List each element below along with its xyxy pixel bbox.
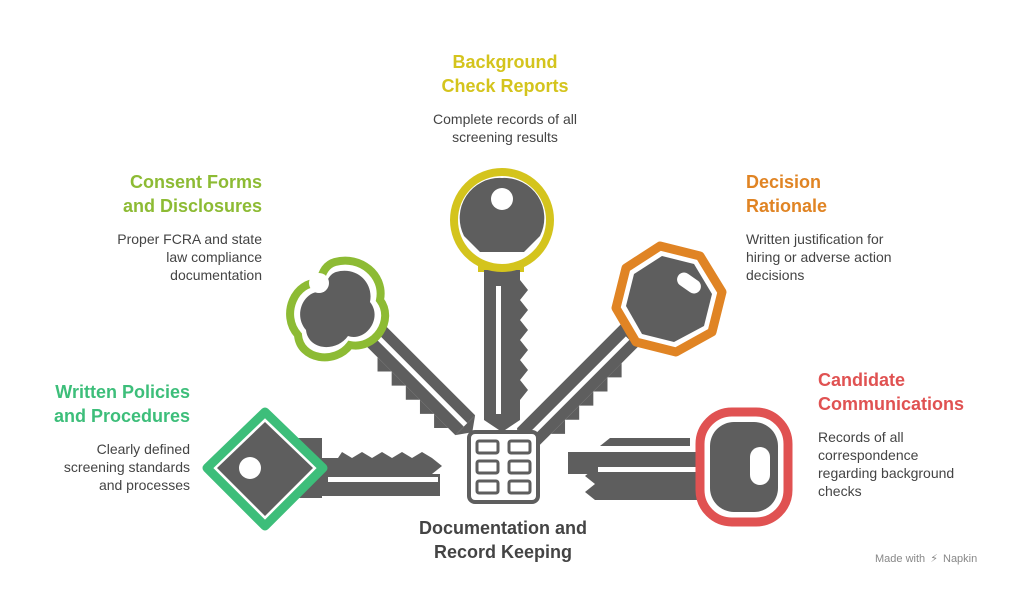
desc-line: regarding background (818, 465, 955, 481)
desc-line: Records of all (818, 429, 904, 445)
desc-line: Written justification for (746, 231, 884, 247)
center-title-line2: Record Keeping (433, 542, 573, 562)
key-icon-decision-rationale (516, 241, 727, 449)
item-title-line2: Rationale (746, 196, 828, 216)
desc-line: screening standards (63, 459, 190, 475)
item-description: Records of all correspondence regarding … (818, 428, 998, 500)
desc-line: screening results (452, 129, 558, 145)
desc-line: decisions (746, 267, 805, 283)
desc-line: checks (818, 483, 862, 499)
item-title-line2: and Procedures (53, 406, 190, 426)
item-decision-rationale: Decision Rationale Written justification… (746, 170, 936, 284)
item-title-line2: Communications (818, 394, 965, 414)
key-icon-written-policies (202, 407, 442, 531)
desc-line: correspondence (818, 447, 919, 463)
item-title-line1: Background (452, 52, 558, 72)
item-title-line1: Candidate (818, 370, 906, 390)
key-icon-consent-forms (286, 256, 476, 436)
item-written-policies: Written Policies and Procedures Clearly … (20, 380, 190, 494)
item-title-line1: Written Policies (55, 382, 190, 402)
napkin-logo-icon: ⚡ (930, 553, 938, 565)
footer-text: Made with (875, 553, 926, 565)
file-cabinet-icon (467, 430, 540, 504)
item-background-check: Background Check Reports Complete record… (395, 50, 615, 146)
item-description: Clearly defined screening standards and … (20, 440, 190, 494)
item-description: Written justification for hiring or adve… (746, 230, 936, 284)
desc-line: hiring or adverse action (746, 249, 892, 265)
desc-line: Clearly defined (96, 441, 190, 457)
made-with-napkin[interactable]: Made with ⚡ Napkin (875, 552, 977, 565)
center-title-line1: Documentation and (418, 518, 587, 538)
key-icon-candidate-communications (568, 407, 793, 527)
desc-line: and processes (98, 477, 190, 493)
center-title: Documentation and Record Keeping (400, 516, 606, 564)
desc-line: documentation (170, 267, 262, 283)
item-title-line2: Check Reports (441, 76, 569, 96)
footer-brand: Napkin (943, 553, 978, 565)
item-candidate-communications: Candidate Communications Records of all … (818, 368, 998, 500)
desc-line: law compliance (166, 249, 262, 265)
item-description: Complete records of all screening result… (395, 110, 615, 146)
item-consent-forms: Consent Forms and Disclosures Proper FCR… (80, 170, 262, 284)
item-description: Proper FCRA and state law compliance doc… (80, 230, 262, 284)
item-title-line2: and Disclosures (122, 196, 262, 216)
item-title-line1: Consent Forms (129, 172, 262, 192)
desc-line: Complete records of all (433, 111, 577, 127)
key-icon-background-check (450, 168, 554, 432)
item-title-line1: Decision (746, 172, 822, 192)
desc-line: Proper FCRA and state (117, 231, 262, 247)
